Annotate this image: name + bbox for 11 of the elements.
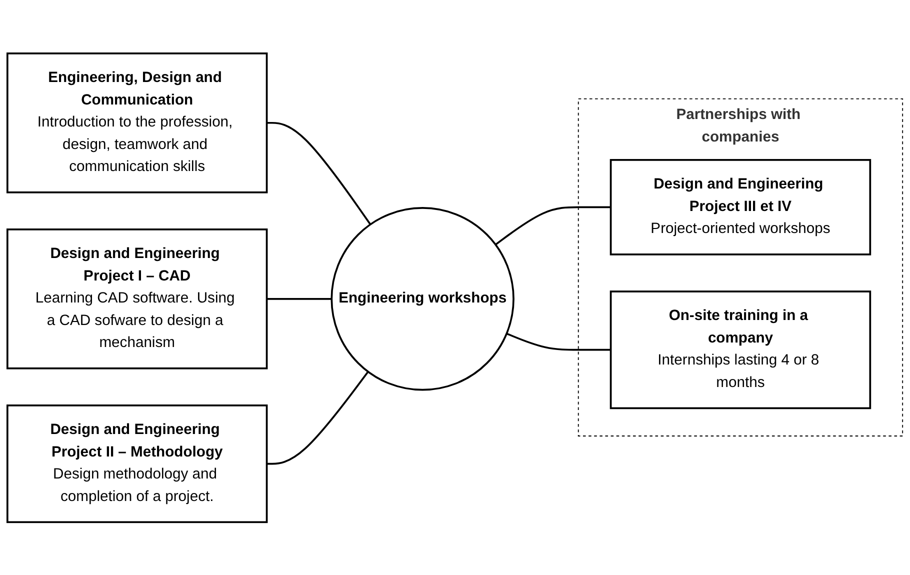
node-box: Design and Engineering Project II – Methodology Design methodology and completion of a project.: [6, 404, 268, 523]
connector: [266, 298, 332, 300]
node-box: Engineering, Design and Communication Introduction to the profession, design, teamwork and communication skills: [6, 52, 268, 193]
connector: [506, 332, 611, 350]
connector: [495, 206, 611, 246]
node-box: Design and Engineering Project I – CAD Learning CAD software. Using a CAD sofware to design a mechanism: [6, 228, 268, 370]
connector: [266, 370, 369, 464]
node-circle: Engineering workshops: [330, 206, 514, 390]
node-box: Design and Engineering Project III et IV Project-oriented workshops: [610, 158, 872, 256]
node-box: On-site training in a company Internships lasting 4 or 8 months: [610, 290, 872, 409]
connector: [266, 122, 372, 225]
